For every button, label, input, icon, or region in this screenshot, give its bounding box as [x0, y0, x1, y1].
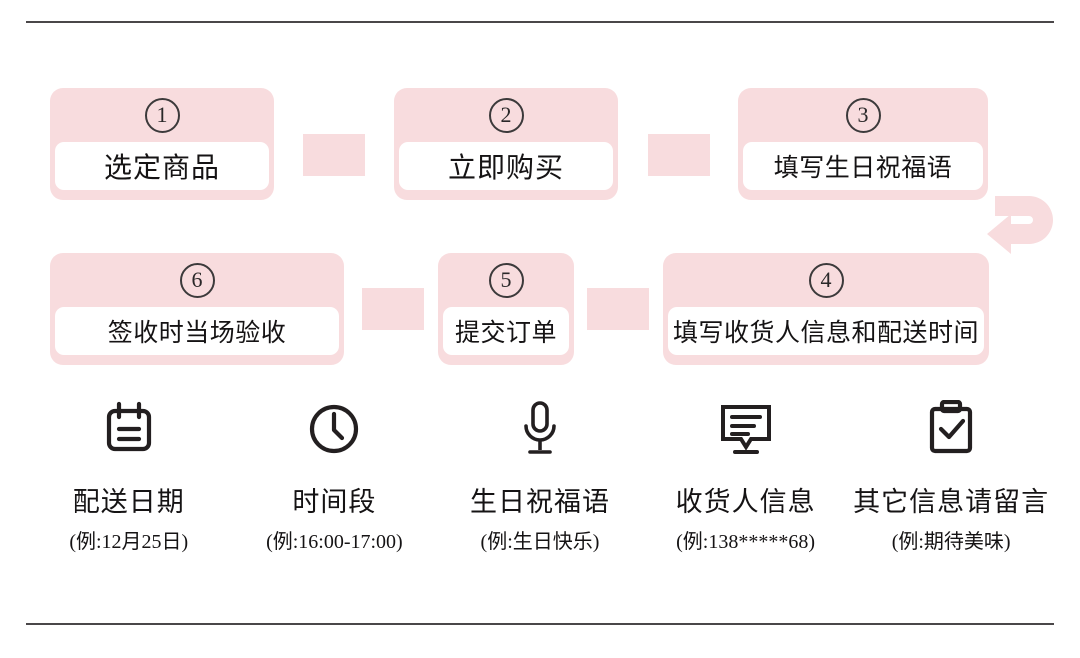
- arrow-right-icon: [303, 134, 365, 176]
- step-card-1[interactable]: 1 选定商品: [50, 88, 274, 200]
- step-card-2[interactable]: 2 立即购买: [394, 88, 618, 200]
- step-number-bar-5: 5: [438, 253, 574, 307]
- info-item-title: 其它信息请留言: [853, 487, 1050, 517]
- calendar-icon: [103, 398, 155, 460]
- step-number-5: 5: [488, 262, 524, 298]
- step-card-4[interactable]: 4 填写收货人信息和配送时间: [663, 253, 989, 365]
- step-card-5[interactable]: 5 提交订单: [438, 253, 574, 365]
- top-divider: [26, 21, 1054, 23]
- arrow-step3-to-step4: [985, 192, 1065, 256]
- arrow-left-icon: [362, 288, 424, 330]
- arrow-right-icon: [648, 134, 710, 176]
- arrow-step2-to-step3: [648, 134, 710, 176]
- info-item-other-notes: 其它信息请留言 (例:期待美味): [848, 398, 1054, 554]
- info-item-example: (例:期待美味): [891, 531, 1011, 553]
- clipboard-check-icon: [926, 398, 976, 460]
- info-item-example: (例:138*****68): [676, 531, 816, 553]
- info-item-example: (例:12月25日): [69, 531, 189, 553]
- info-item-delivery-date: 配送日期 (例:12月25日): [26, 398, 232, 554]
- step-label-4: 填写收货人信息和配送时间: [668, 307, 984, 355]
- step-number-3: 3: [845, 97, 881, 133]
- step-number-bar-4: 4: [663, 253, 989, 307]
- info-item-recipient-info: 收货人信息 (例:138*****68): [643, 398, 849, 554]
- info-item-time-slot: 时间段 (例:16:00-17:00): [232, 398, 438, 554]
- step-label-2: 立即购买: [399, 142, 613, 190]
- message-form-icon: [717, 398, 775, 460]
- info-item-title: 时间段: [292, 487, 377, 517]
- microphone-icon: [518, 398, 562, 460]
- step-card-6[interactable]: 6 签收时当场验收: [50, 253, 344, 365]
- step-number-bar-1: 1: [50, 88, 274, 142]
- step-number-2: 2: [488, 97, 524, 133]
- info-item-title: 收货人信息: [675, 487, 816, 517]
- step-card-3[interactable]: 3 填写生日祝福语: [738, 88, 988, 200]
- info-item-example: (例:16:00-17:00): [266, 531, 403, 553]
- arrow-step4-to-step5: [587, 288, 649, 330]
- step-label-6: 签收时当场验收: [55, 307, 339, 355]
- step-label-1: 选定商品: [55, 142, 269, 190]
- u-turn-arrow-icon: [987, 196, 1053, 254]
- step-number-bar-2: 2: [394, 88, 618, 142]
- step-number-bar-3: 3: [738, 88, 988, 142]
- step-number-4: 4: [808, 262, 844, 298]
- info-item-title: 配送日期: [72, 487, 185, 517]
- step-label-5: 提交订单: [443, 307, 569, 355]
- clock-icon: [306, 398, 362, 460]
- info-item-row: 配送日期 (例:12月25日) 时间段 (例:16:00-17:00): [26, 398, 1054, 554]
- info-item-birthday-message: 生日祝福语 (例:生日快乐): [437, 398, 643, 554]
- step-number-bar-6: 6: [50, 253, 344, 307]
- step-number-1: 1: [144, 97, 180, 133]
- step-number-6: 6: [179, 262, 215, 298]
- info-item-title: 生日祝福语: [469, 487, 610, 517]
- step-label-3: 填写生日祝福语: [743, 142, 983, 190]
- arrow-step1-to-step2: [303, 134, 365, 176]
- info-item-example: (例:生日快乐): [480, 531, 600, 553]
- bottom-divider: [26, 623, 1054, 625]
- arrow-step5-to-step6: [362, 288, 424, 330]
- arrow-left-icon: [587, 288, 649, 330]
